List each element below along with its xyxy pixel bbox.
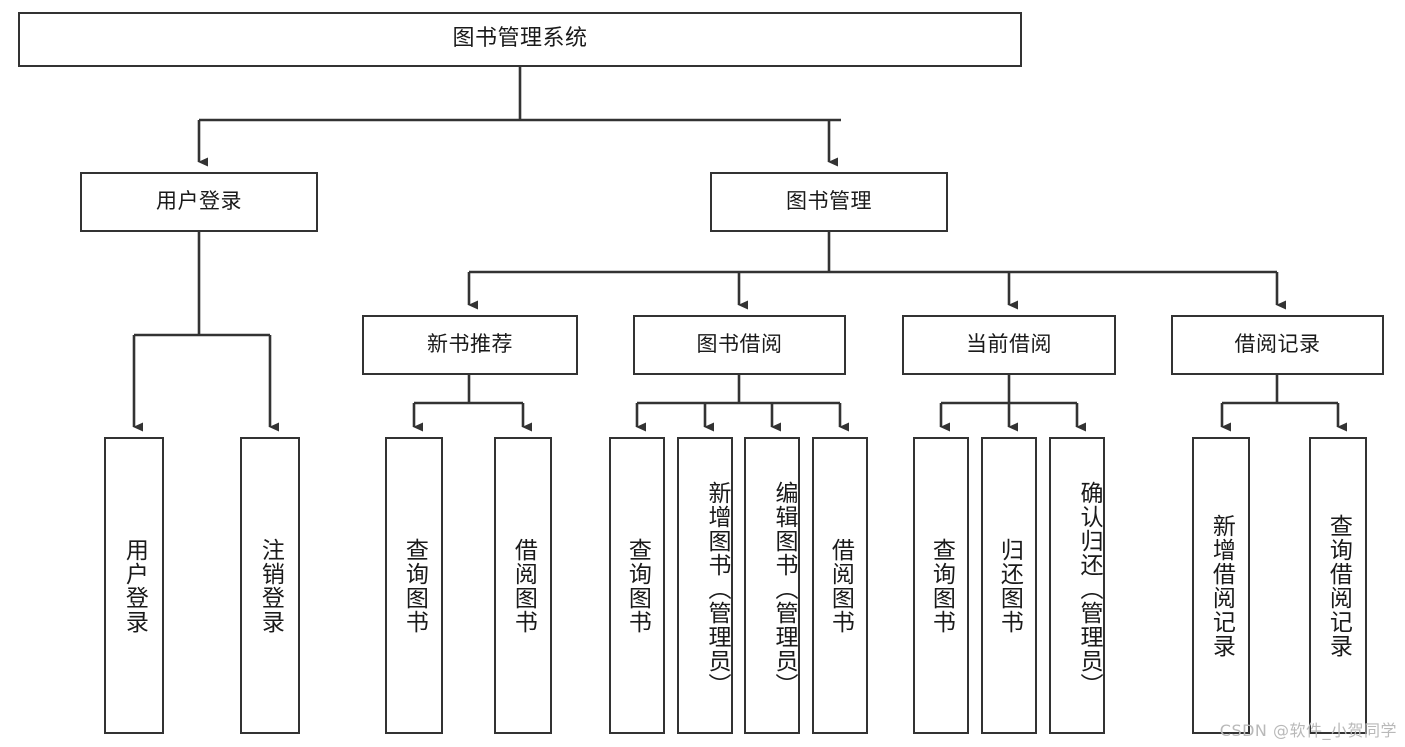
node-root[interactable]: 图书管理系统 xyxy=(18,12,1022,67)
csdn-watermark: CSDN @软件_小贺同学 xyxy=(1219,721,1397,740)
node-book-borrow[interactable]: 图书借阅 xyxy=(633,315,846,375)
node-book-manage[interactable]: 图书管理 xyxy=(710,172,948,232)
node-leaf-confirm-return[interactable]: 确认归还（管理员） xyxy=(1049,437,1105,734)
node-leaf-add-book[interactable]: 新增图书（管理员） xyxy=(677,437,733,734)
node-leaf-query-record[interactable]: 查询借阅记录 xyxy=(1309,437,1367,734)
node-leaf-query-book-3[interactable]: 查询图书 xyxy=(913,437,969,734)
node-user-login[interactable]: 用户登录 xyxy=(80,172,318,232)
node-leaf-return-book[interactable]: 归还图书 xyxy=(981,437,1037,734)
node-leaf-user-login[interactable]: 用户登录 xyxy=(104,437,164,734)
node-leaf-borrow-book-1[interactable]: 借阅图书 xyxy=(494,437,552,734)
node-leaf-logout[interactable]: 注销登录 xyxy=(240,437,300,734)
node-new-book-recommend[interactable]: 新书推荐 xyxy=(362,315,578,375)
node-leaf-add-record[interactable]: 新增借阅记录 xyxy=(1192,437,1250,734)
node-leaf-borrow-book-2[interactable]: 借阅图书 xyxy=(812,437,868,734)
node-leaf-query-book-1[interactable]: 查询图书 xyxy=(385,437,443,734)
node-borrow-record[interactable]: 借阅记录 xyxy=(1171,315,1384,375)
node-current-borrow[interactable]: 当前借阅 xyxy=(902,315,1116,375)
node-leaf-edit-book[interactable]: 编辑图书（管理员） xyxy=(744,437,800,734)
node-leaf-query-book-2[interactable]: 查询图书 xyxy=(609,437,665,734)
